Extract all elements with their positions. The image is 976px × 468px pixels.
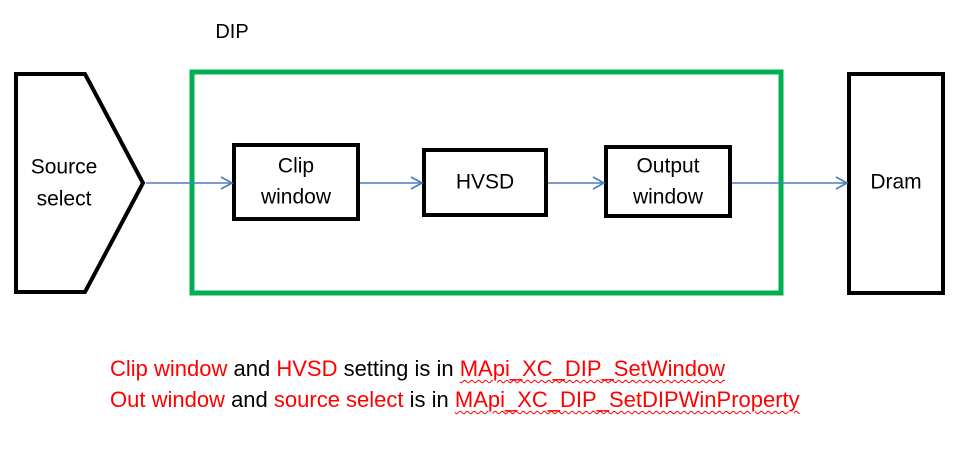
caption-segment: MApi_XC_DIP_SetDIPWinProperty bbox=[454, 387, 800, 412]
hvsd-label: HVSD bbox=[456, 171, 514, 194]
arrowhead-icon bbox=[220, 176, 234, 190]
caption-segment: source select bbox=[273, 387, 404, 412]
dram-label: Dram bbox=[870, 171, 921, 194]
arrowhead-icon bbox=[835, 176, 849, 190]
arrowhead-icon bbox=[410, 176, 424, 190]
caption-segment: setting is in bbox=[337, 356, 460, 381]
caption-block: Clip window and HVSD setting is in MApi_… bbox=[110, 353, 940, 415]
hvsd-shape bbox=[422, 148, 548, 217]
caption-line-1: Clip window and HVSD setting is in MApi_… bbox=[110, 353, 940, 384]
dip-group-title: DIP bbox=[215, 21, 248, 43]
node-clip-window[interactable]: Clip window bbox=[232, 143, 360, 221]
caption-segment: HVSD bbox=[276, 356, 338, 381]
output-window-label-line2: window bbox=[632, 186, 704, 209]
dram-shape bbox=[847, 72, 945, 295]
caption-segment: is in bbox=[403, 387, 455, 412]
connector-clip-to-hvsd bbox=[360, 176, 424, 190]
caption-segment: Out window bbox=[110, 387, 225, 412]
arrowhead-icon bbox=[592, 176, 606, 190]
source-select-label-line2: select bbox=[37, 188, 92, 211]
connector-output-to-dram bbox=[732, 176, 849, 190]
node-source-select[interactable]: Source select bbox=[14, 72, 146, 294]
node-dram[interactable]: Dram bbox=[847, 72, 945, 295]
connector-hvsd-to-output bbox=[548, 176, 606, 190]
source-select-label-line1: Source bbox=[31, 156, 98, 179]
caption-line-2: Out window and source select is in MApi_… bbox=[110, 384, 940, 415]
node-output-window[interactable]: Output window bbox=[604, 145, 732, 218]
output-window-label-line1: Output bbox=[636, 155, 699, 178]
caption-segment: MApi_XC_DIP_SetWindow bbox=[459, 356, 726, 381]
source-select-shape bbox=[14, 72, 146, 294]
clip-window-label-line2: window bbox=[260, 186, 332, 209]
output-window-shape bbox=[604, 145, 732, 218]
clip-window-label-line1: Clip bbox=[278, 155, 314, 178]
caption-segment: and bbox=[224, 387, 274, 412]
clip-window-shape bbox=[232, 143, 360, 221]
caption-segment: Clip window bbox=[110, 356, 228, 381]
connector-source-to-clip bbox=[146, 176, 234, 190]
caption-segment: and bbox=[227, 356, 277, 381]
node-hvsd[interactable]: HVSD bbox=[422, 148, 548, 217]
